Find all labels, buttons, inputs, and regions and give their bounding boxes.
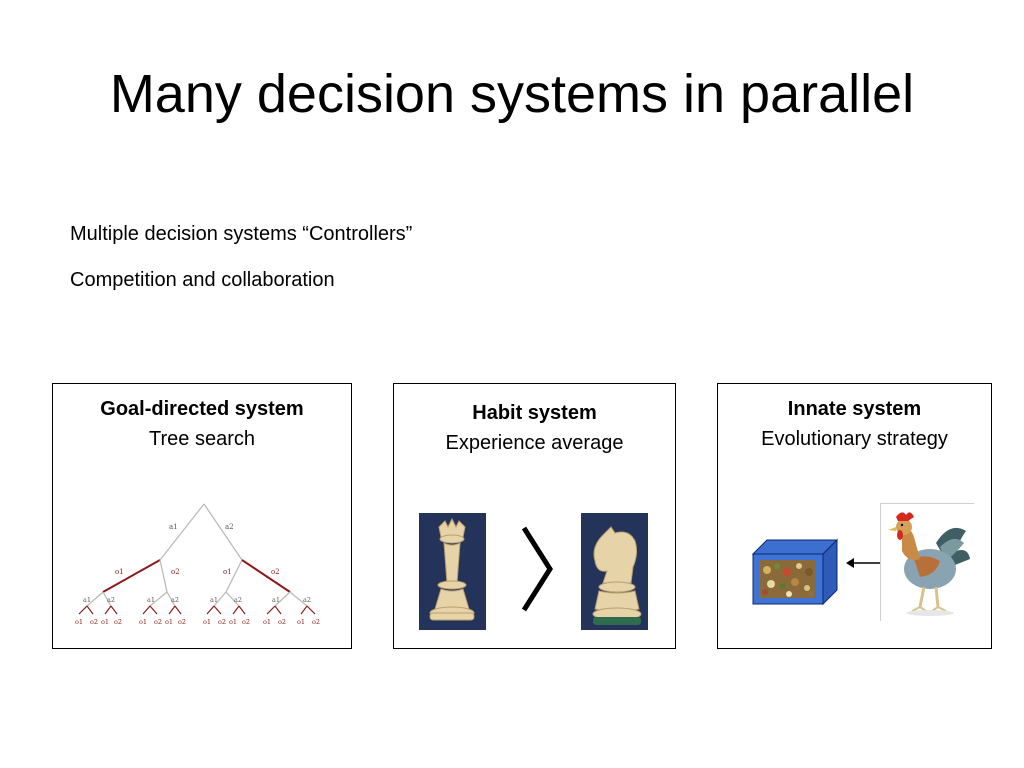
- tree-label-o2-right: o2: [271, 568, 280, 576]
- habit-heading: Habit system: [472, 402, 597, 424]
- tree-label-a2: a2: [171, 596, 179, 604]
- tree-label-a2: a2: [107, 596, 115, 604]
- chess-queen-image: [419, 513, 486, 630]
- tree-label-a1: a1: [210, 596, 218, 604]
- tree-label-root-a2: a2: [225, 523, 234, 531]
- chess-knight-image: [581, 513, 648, 630]
- tree-leaf-label: o2: [178, 618, 186, 626]
- tree-label-a1: a1: [147, 596, 155, 604]
- goal-directed-heading: Goal-directed system: [100, 398, 304, 420]
- tree-label-a2: a2: [234, 596, 242, 604]
- tree-leaf-label: o2: [90, 618, 98, 626]
- tree-leaf-label: o2: [218, 618, 226, 626]
- tree-leaf-label: o1: [297, 618, 305, 626]
- tree-leaf-label: o2: [154, 618, 162, 626]
- innate-subtitle: Evolutionary strategy: [761, 428, 948, 450]
- tree-label-a1: a1: [83, 596, 91, 604]
- bullet-controllers: Multiple decision systems “Controllers”: [70, 223, 413, 245]
- tree-label-o1-right: o1: [223, 568, 232, 576]
- food-box-image: [751, 538, 839, 606]
- habit-panel: Habit system Experience average: [393, 383, 676, 649]
- tree-leaf-label: o2: [242, 618, 250, 626]
- tree-leaf-label: o1: [229, 618, 237, 626]
- goal-directed-panel: Goal-directed system Tree search: [52, 383, 352, 649]
- tree-leaf-label: o1: [263, 618, 271, 626]
- innate-panel: Innate system Evolutionary strategy: [717, 383, 992, 649]
- bullet-competition: Competition and collaboration: [70, 269, 335, 291]
- tree-leaf-label: o2: [278, 618, 286, 626]
- tree-label-o1-left: o1: [115, 568, 124, 576]
- goal-directed-subtitle: Tree search: [149, 428, 255, 450]
- tree-leaf-label: o1: [75, 618, 83, 626]
- tree-label-root-a1: a1: [169, 523, 178, 531]
- greater-than-symbol: [521, 526, 553, 612]
- left-arrow-icon: [846, 558, 882, 568]
- slide-title: Many decision systems in parallel: [109, 64, 915, 124]
- tree-leaf-label: o2: [312, 618, 320, 626]
- innate-heading: Innate system: [787, 398, 922, 420]
- tree-label-a1: a1: [272, 596, 280, 604]
- tree-leaf-label: o2: [114, 618, 122, 626]
- decision-tree-diagram: a1 a2 o1 o2 o1 o2 a1 a2 a1 a2 a1 a2 a1 a…: [75, 503, 320, 626]
- tree-label-o2-left: o2: [171, 568, 180, 576]
- tree-label-a2: a2: [303, 596, 311, 604]
- tree-leaf-label: o1: [165, 618, 173, 626]
- habit-subtitle: Experience average: [445, 432, 624, 454]
- tree-leaf-label: o1: [203, 618, 211, 626]
- rooster-image: [880, 503, 974, 621]
- tree-leaf-label: o1: [139, 618, 147, 626]
- tree-leaf-label: o1: [101, 618, 109, 626]
